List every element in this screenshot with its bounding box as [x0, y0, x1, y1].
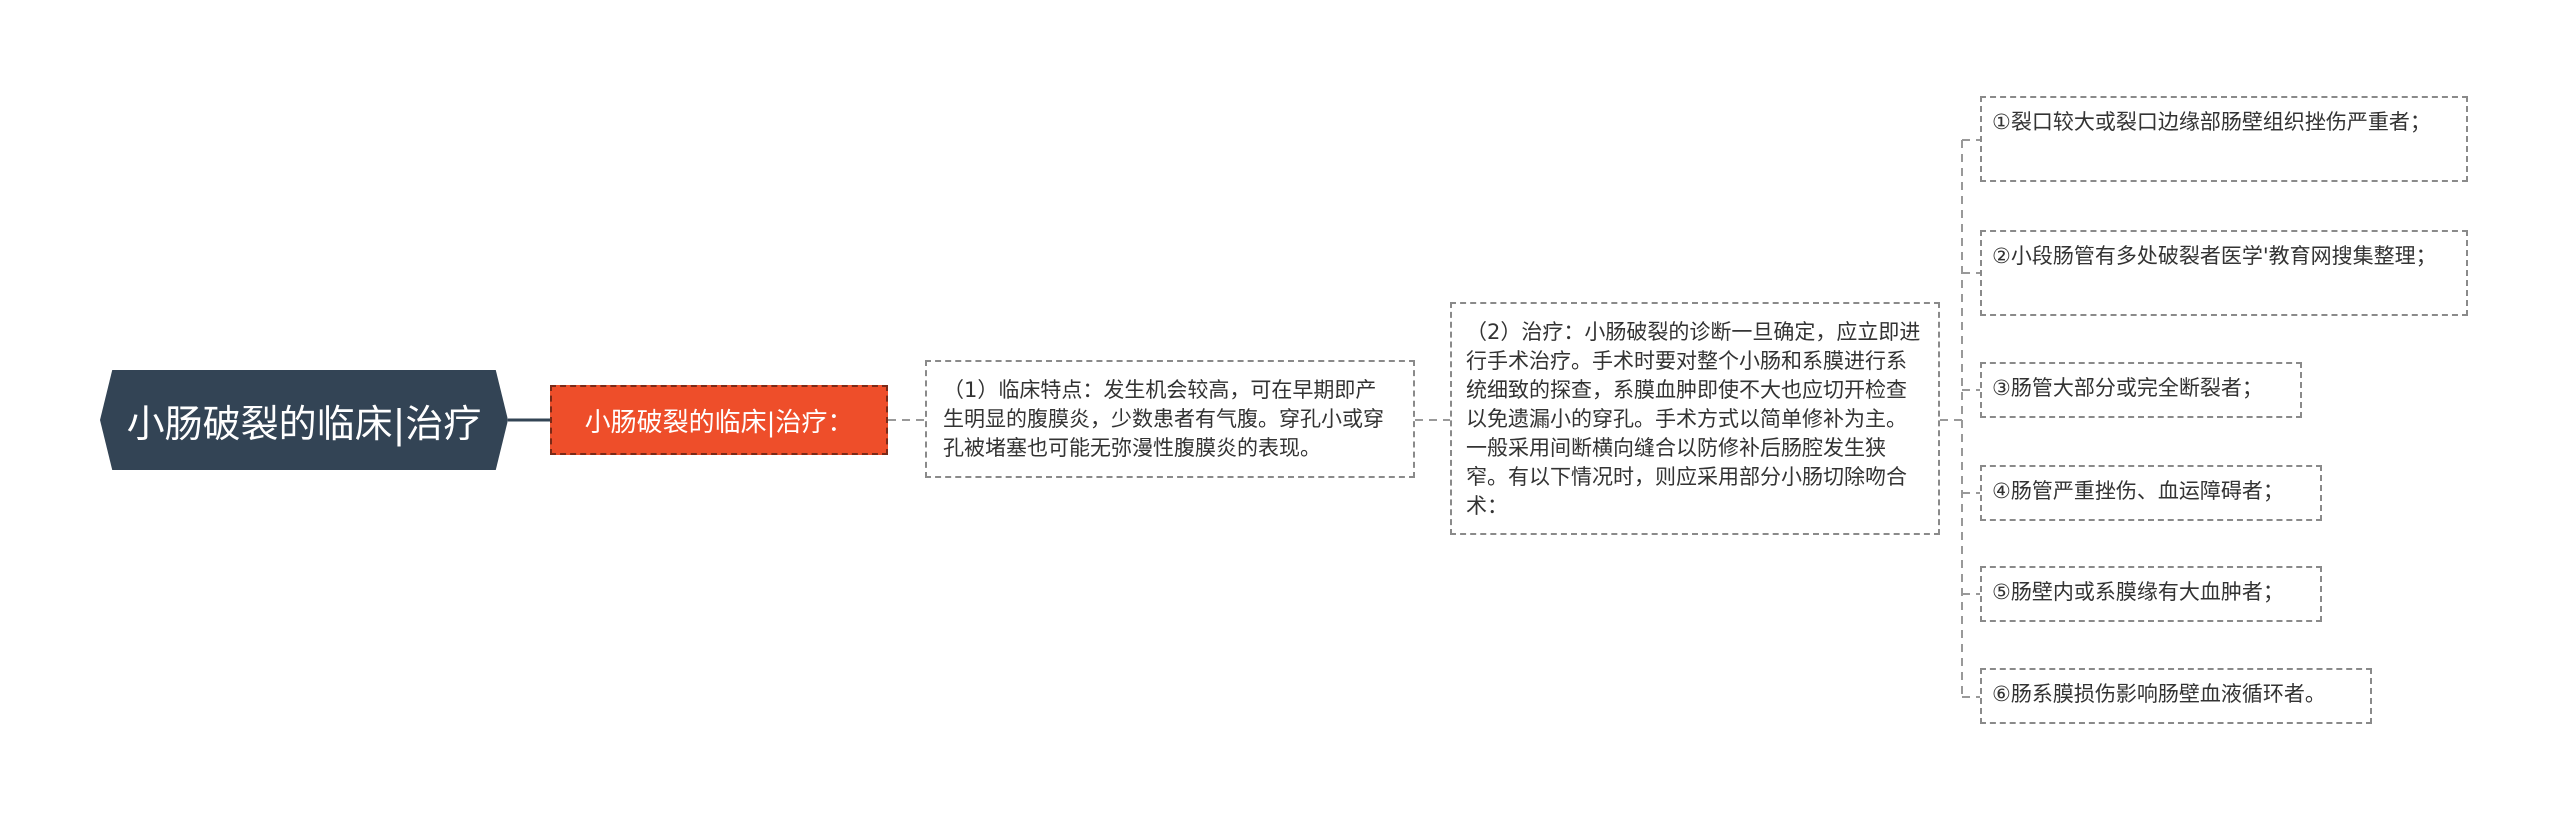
- condition-node-5[interactable]: ⑤肠壁内或系膜缘有大血肿者；: [1980, 566, 2322, 622]
- clinical-features-text: （1）临床特点：发生机会较高，可在早期即产生明显的腹膜炎，少数患者有气腹。穿孔小…: [943, 378, 1384, 460]
- root-topic-label: 小肠破裂的临床|治疗: [126, 401, 482, 446]
- condition-node-4[interactable]: ④肠管严重挫伤、血运障碍者；: [1980, 465, 2322, 521]
- treatment-text: （2）治疗：小肠破裂的诊断一旦确定，应立即进行手术治疗。手术时要对整个小肠和系膜…: [1466, 320, 1921, 518]
- condition-text-4: ④肠管严重挫伤、血运障碍者；: [1992, 479, 2284, 503]
- condition-node-6[interactable]: ⑥肠系膜损伤影响肠壁血液循环者。: [1980, 668, 2372, 724]
- condition-text-1: ①裂口较大或裂口边缘部肠壁组织挫伤严重者；: [1992, 110, 2431, 134]
- root-topic[interactable]: 小肠破裂的临床|治疗: [100, 370, 508, 470]
- condition-node-3[interactable]: ③肠管大部分或完全断裂者；: [1980, 362, 2302, 418]
- condition-text-6: ⑥肠系膜损伤影响肠壁血液循环者。: [1992, 682, 2326, 706]
- condition-text-3: ③肠管大部分或完全断裂者；: [1992, 376, 2263, 400]
- clinical-features-node[interactable]: （1）临床特点：发生机会较高，可在早期即产生明显的腹膜炎，少数患者有气腹。穿孔小…: [925, 360, 1415, 478]
- subtopic-label: 小肠破裂的临床|治疗：: [584, 407, 854, 438]
- condition-text-5: ⑤肠壁内或系膜缘有大血肿者；: [1992, 580, 2284, 604]
- condition-node-1[interactable]: ①裂口较大或裂口边缘部肠壁组织挫伤严重者；: [1980, 96, 2468, 182]
- subtopic-node[interactable]: 小肠破裂的临床|治疗：: [550, 385, 888, 455]
- condition-node-2[interactable]: ②小段肠管有多处破裂者医学'教育网搜集整理；: [1980, 230, 2468, 316]
- treatment-node[interactable]: （2）治疗：小肠破裂的诊断一旦确定，应立即进行手术治疗。手术时要对整个小肠和系膜…: [1450, 302, 1940, 535]
- condition-text-2: ②小段肠管有多处破裂者医学'教育网搜集整理；: [1992, 244, 2437, 268]
